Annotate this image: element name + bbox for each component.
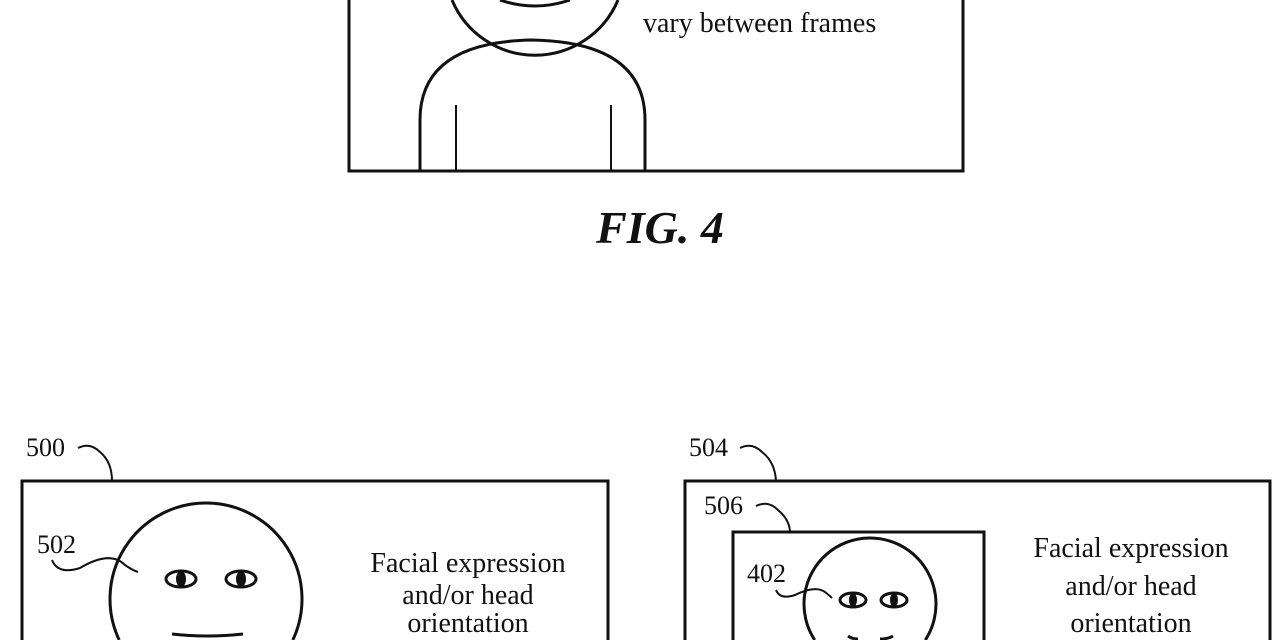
face-label-502: 502: [37, 530, 76, 559]
face-label-402: 402: [747, 559, 786, 588]
fig4-frame: vary between frames: [347, 0, 965, 173]
inset-label-506: 506: [704, 491, 743, 520]
caption-line: Facial expression: [370, 548, 565, 579]
caption-line: and/or head: [402, 580, 533, 611]
frame-label-500: 500: [26, 433, 65, 462]
fig4-mouth: [499, 0, 571, 8]
caption-line: and/or head: [1065, 571, 1196, 602]
caption-line: orientation: [1070, 608, 1191, 639]
fig4-title: FIG. 4: [595, 202, 724, 253]
face-402: [802, 536, 938, 640]
caption-line: orientation: [407, 608, 528, 639]
fig5-right-frame: 504 506 402 Facial expression and/or hea…: [683, 433, 1272, 640]
fig4-caption: vary between frames: [643, 8, 876, 39]
inset-frame: [731, 530, 986, 640]
fig4-head: [450, 0, 620, 57]
fig5-left-frame: 500 502 Facial expression and/or head or…: [20, 433, 610, 640]
caption-line: Facial expression: [1033, 533, 1228, 564]
frame-label-504: 504: [689, 433, 728, 462]
fig4-body: [418, 38, 647, 171]
face-502: [108, 501, 304, 640]
